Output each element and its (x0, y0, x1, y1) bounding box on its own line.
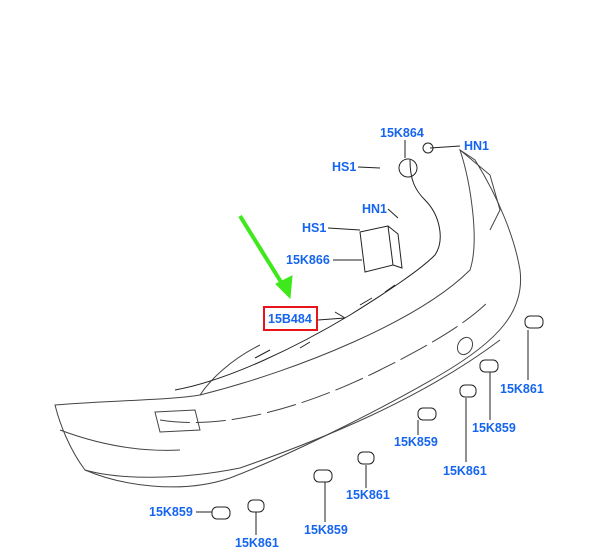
highlight-box (263, 306, 318, 331)
callout-HN1[interactable]: HN1 (464, 139, 490, 153)
callout-15K864[interactable]: 15K864 (380, 126, 424, 140)
callout-HS1[interactable]: HS1 (332, 160, 357, 174)
wiring-harness (174, 159, 441, 391)
callout-HS1[interactable]: HS1 (302, 221, 327, 235)
callout-15K859[interactable]: 15K859 (149, 505, 193, 519)
pointer-arrow-icon (238, 214, 293, 300)
callout-15K861[interactable]: 15K861 (443, 464, 487, 478)
callout-15K866[interactable]: 15K866 (286, 253, 330, 267)
callout-15K859[interactable]: 15K859 (304, 523, 348, 537)
callout-15K861[interactable]: 15K861 (346, 488, 390, 502)
callout-15B484[interactable]: 15B484 (268, 312, 312, 326)
module-15K866 (359, 225, 394, 273)
callout-HN1[interactable]: HN1 (362, 202, 388, 216)
bumper-outline (54, 148, 522, 488)
callout-15K859[interactable]: 15K859 (394, 435, 438, 449)
callout-15K861[interactable]: 15K861 (235, 536, 279, 550)
callout-15K861[interactable]: 15K861 (500, 382, 544, 396)
callout-15K859[interactable]: 15K859 (472, 421, 516, 435)
